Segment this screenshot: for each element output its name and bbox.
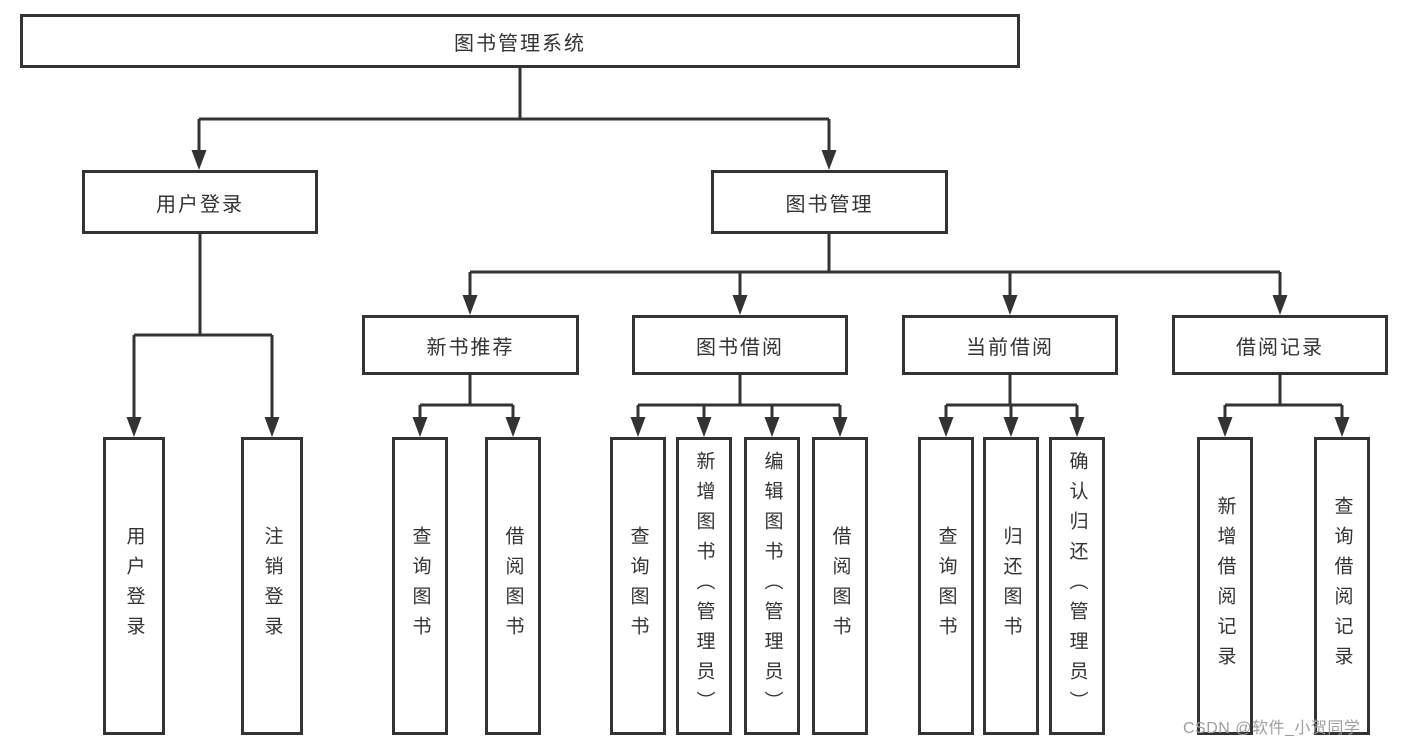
leaf-add-borrow-record: 新增借阅记录 [1197, 437, 1253, 735]
node-label: 用户登录 [123, 526, 145, 646]
node-label: 归还图书 [1000, 526, 1022, 646]
leaf-confirm-return-admin: 确认归还（管理员） [1049, 437, 1105, 735]
node-label: 借阅图书 [502, 526, 524, 646]
leaf-logout: 注销登录 [241, 437, 303, 735]
leaf-add-books-admin: 新增图书（管理员） [676, 437, 732, 735]
node-library-management-system: 图书管理系统 [20, 14, 1020, 68]
node-label: 查询图书 [935, 526, 957, 646]
node-label: 编辑图书（管理员） [761, 451, 783, 721]
leaf-borrow-books-recommend: 借阅图书 [485, 437, 541, 735]
leaf-query-books-borrow: 查询图书 [610, 437, 666, 735]
node-label: 图书管理系统 [454, 32, 586, 55]
leaf-borrow-books: 借阅图书 [812, 437, 868, 735]
node-borrow-records: 借阅记录 [1172, 315, 1388, 375]
leaf-query-books-current: 查询图书 [918, 437, 974, 735]
node-new-book-recommend: 新书推荐 [362, 315, 579, 375]
node-label: 当前借阅 [966, 336, 1054, 359]
node-label: 查询借阅记录 [1331, 496, 1353, 676]
node-label: 新增借阅记录 [1214, 496, 1236, 676]
csdn-watermark: CSDN @软件_小贺同学 [1183, 720, 1361, 737]
node-book-management: 图书管理 [711, 170, 948, 234]
node-label: 新书推荐 [426, 336, 515, 359]
leaf-edit-books-admin: 编辑图书（管理员） [744, 437, 800, 735]
node-label: 借阅记录 [1236, 336, 1324, 359]
node-label: 图书借阅 [696, 336, 784, 359]
node-current-borrow: 当前借阅 [902, 315, 1118, 375]
node-label: 查询图书 [627, 526, 649, 646]
node-label: 新增图书（管理员） [693, 451, 715, 721]
node-label: 注销登录 [261, 526, 283, 646]
arrowhead-icons [126, 150, 1350, 437]
leaf-return-books: 归还图书 [983, 437, 1039, 735]
node-label: 用户登录 [156, 193, 244, 216]
node-label: 查询图书 [409, 526, 431, 646]
leaf-user-login: 用户登录 [103, 437, 165, 735]
node-book-borrow: 图书借阅 [632, 315, 848, 375]
node-label: 图书管理 [785, 193, 874, 216]
node-user-login: 用户登录 [82, 170, 318, 234]
node-label: 借阅图书 [829, 526, 851, 646]
leaf-query-borrow-record: 查询借阅记录 [1314, 437, 1370, 735]
leaf-query-books-recommend: 查询图书 [392, 437, 448, 735]
node-label: 确认归还（管理员） [1066, 451, 1088, 721]
